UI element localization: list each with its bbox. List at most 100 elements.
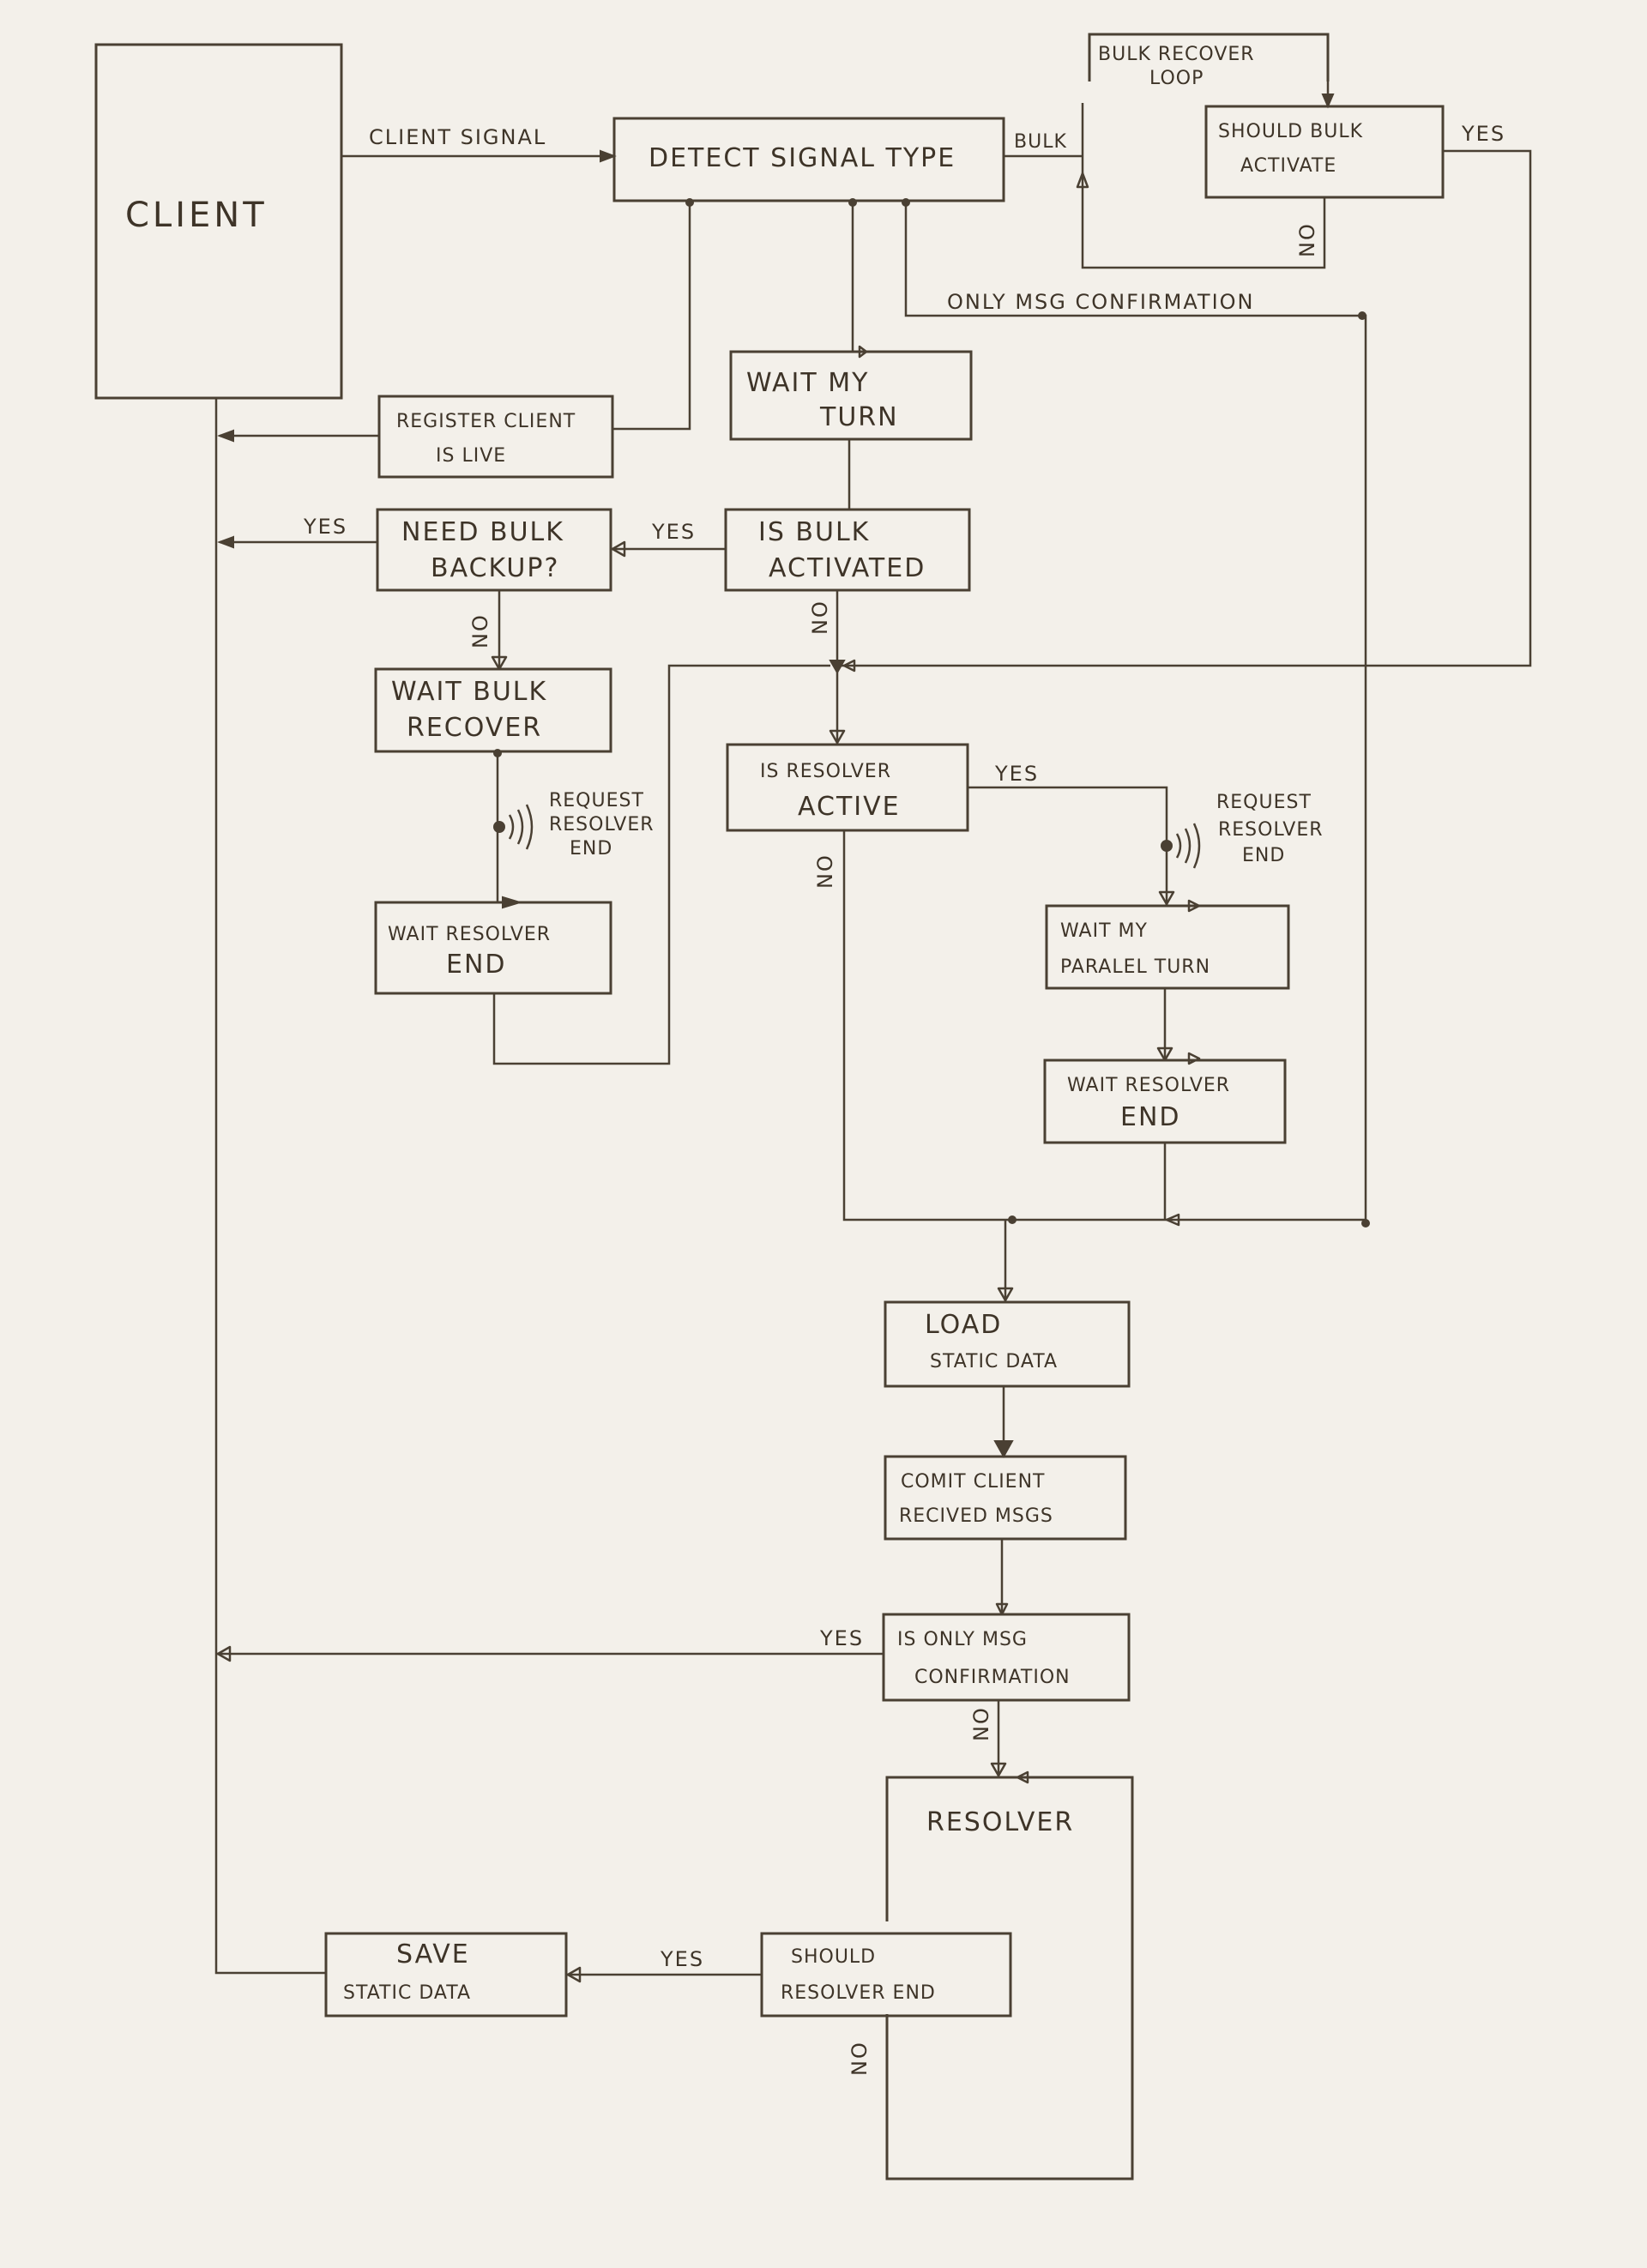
detect-signal-type-box [612,117,1005,202]
load-static-data-label-2: STATIC DATA [930,1351,1058,1372]
wait-resolver-end-left-box [374,901,612,995]
wait-my-turn-box [729,350,973,441]
client-return-bus [214,398,326,1975]
junction-dot [902,198,910,207]
edge-label-resolver-active-no: NO [813,854,837,889]
arrow-head [217,535,234,549]
resolver-label: RESOLVER [926,1807,1074,1837]
is-only-msg-confirmation-box [882,1613,1131,1702]
should-resolver-end-label-1: SHOULD [791,1946,876,1968]
junction-dot [1008,1215,1017,1224]
edge-bulk-no-loop [1081,103,1326,269]
should-bulk-activate-label-2: ACTIVATE [1240,155,1336,177]
wait-my-paralel-turn-label-1: WAIT MY [1060,920,1148,942]
wait-my-turn-label-2: TURN [819,402,899,432]
edge-resolver-end-loop-back [492,664,830,1065]
should-bulk-activate-label-1: SHOULD BULK [1218,121,1363,142]
edge-label-request-right-1: REQUEST [1216,792,1312,813]
register-client-label-1: REGISTER CLIENT [396,411,576,432]
junction-dot [1361,1219,1370,1227]
is-only-msg-label-2: CONFIRMATION [914,1667,1071,1688]
wait-bulk-recover-label-2: RECOVER [407,713,542,743]
arrow-head [1321,93,1335,109]
edge-label-resolver-end-yes: YES [660,1947,704,1971]
wait-bulk-recover-label-1: WAIT BULK [391,677,547,707]
edge-label-resolver-end-no: NO [848,2041,872,2076]
arrow-head [1156,1047,1173,1062]
arrow-head [993,1440,1014,1459]
comit-client-box [884,1455,1127,1541]
arrow-head [1158,890,1175,906]
is-bulk-activated-label-2: ACTIVATED [769,553,926,583]
is-only-msg-label-1: IS ONLY MSG [897,1629,1028,1650]
is-bulk-activated-label-1: IS BULK [758,517,870,547]
resolver-loop-frame [885,1776,1134,2181]
load-static-data-label-1: LOAD [925,1310,1002,1340]
edge-label-request-left-2: RESOLVER [549,814,655,835]
edge-label-request-right-2: RESOLVER [1218,819,1324,841]
edge-label-only-msg-no: NO [969,1706,993,1741]
edge-should-bulk-yes [837,149,1532,667]
edge-label-only-msg-confirmation: ONLY MSG CONFIRMATION [947,290,1255,314]
arrow-head [491,655,508,671]
wait-my-turn-label-1: WAIT MY [746,368,869,398]
edge-label-only-msg-yes: YES [819,1626,864,1650]
wait-resolver-end-left-label-2: END [446,950,507,980]
signal-dot [1161,840,1173,852]
wait-resolver-end-right-label-2: END [1120,1102,1181,1132]
client-box [94,43,343,400]
edge-label-bulk-activated-yes: YES [651,520,696,544]
wait-bulk-recover-box [374,667,612,753]
signal-icon [508,804,534,850]
need-bulk-backup-label-2: BACKUP? [431,553,559,583]
edge-label-bulk: BULK [1014,131,1067,153]
wait-resolver-end-left-label-1: WAIT RESOLVER [388,924,551,945]
bulk-recover-loop-label-1: BULK RECOVER [1098,44,1255,65]
should-bulk-activate-box [1204,105,1445,199]
edge-only-msg-confirmation [904,201,1367,1223]
edge-to-register-client [612,201,691,431]
save-static-data-label-1: SAVE [396,1939,470,1969]
bulk-recover-loop-frame [1088,33,1330,81]
arrow-head [1187,899,1201,913]
arrow-head [1076,172,1089,189]
need-bulk-backup-label-1: NEED BULK [401,517,564,547]
arrow-head [997,1287,1014,1302]
arrow-head [600,149,617,163]
edge-label-resolver-active-yes: YES [994,762,1039,786]
arrow-head [829,729,846,745]
arrow-head [216,1645,232,1662]
arrow-head [611,540,626,558]
register-client-label-2: IS LIVE [436,445,506,467]
load-static-data-box [884,1300,1131,1388]
edge-label-request-left-3: END [570,838,612,860]
arrow-head [1016,1770,1029,1784]
edge-resolver-active-no [842,830,1366,1221]
junction-dot [685,198,694,207]
save-static-data-label-2: STATIC DATA [343,1982,471,2004]
edge-resolver-active-yes [968,786,1168,906]
detect-signal-type-label: DETECT SIGNAL TYPE [649,143,956,173]
edge-label-should-bulk-no: NO [1295,222,1319,257]
junction-dot [493,749,502,757]
arrow-head [1165,1213,1180,1227]
signal-dot [493,821,505,833]
junction-dot [1358,311,1366,320]
edge-label-request-right-3: END [1242,845,1285,866]
edge-label-need-backup-no: NO [468,613,492,648]
is-resolver-active-label-1: IS RESOLVER [760,761,891,782]
wait-resolver-end-right-label-1: WAIT RESOLVER [1067,1075,1230,1096]
comit-client-label-1: COMIT CLIENT [901,1471,1045,1493]
arrow-head [829,660,846,675]
arrow-head [995,1602,1009,1616]
edge-label-request-left-1: REQUEST [549,790,644,811]
arrow-head [1187,1052,1201,1065]
arrow-head [858,345,868,359]
bulk-recover-loop-label-2: LOOP [1149,68,1204,89]
comit-client-label-2: RECIVED MSGS [899,1505,1053,1527]
edge-label-should-bulk-yes: YES [1461,122,1505,146]
edge-label-client-signal: CLIENT SIGNAL [369,125,546,149]
arrow-head [502,896,523,909]
should-resolver-end-label-2: RESOLVER END [781,1982,936,2004]
